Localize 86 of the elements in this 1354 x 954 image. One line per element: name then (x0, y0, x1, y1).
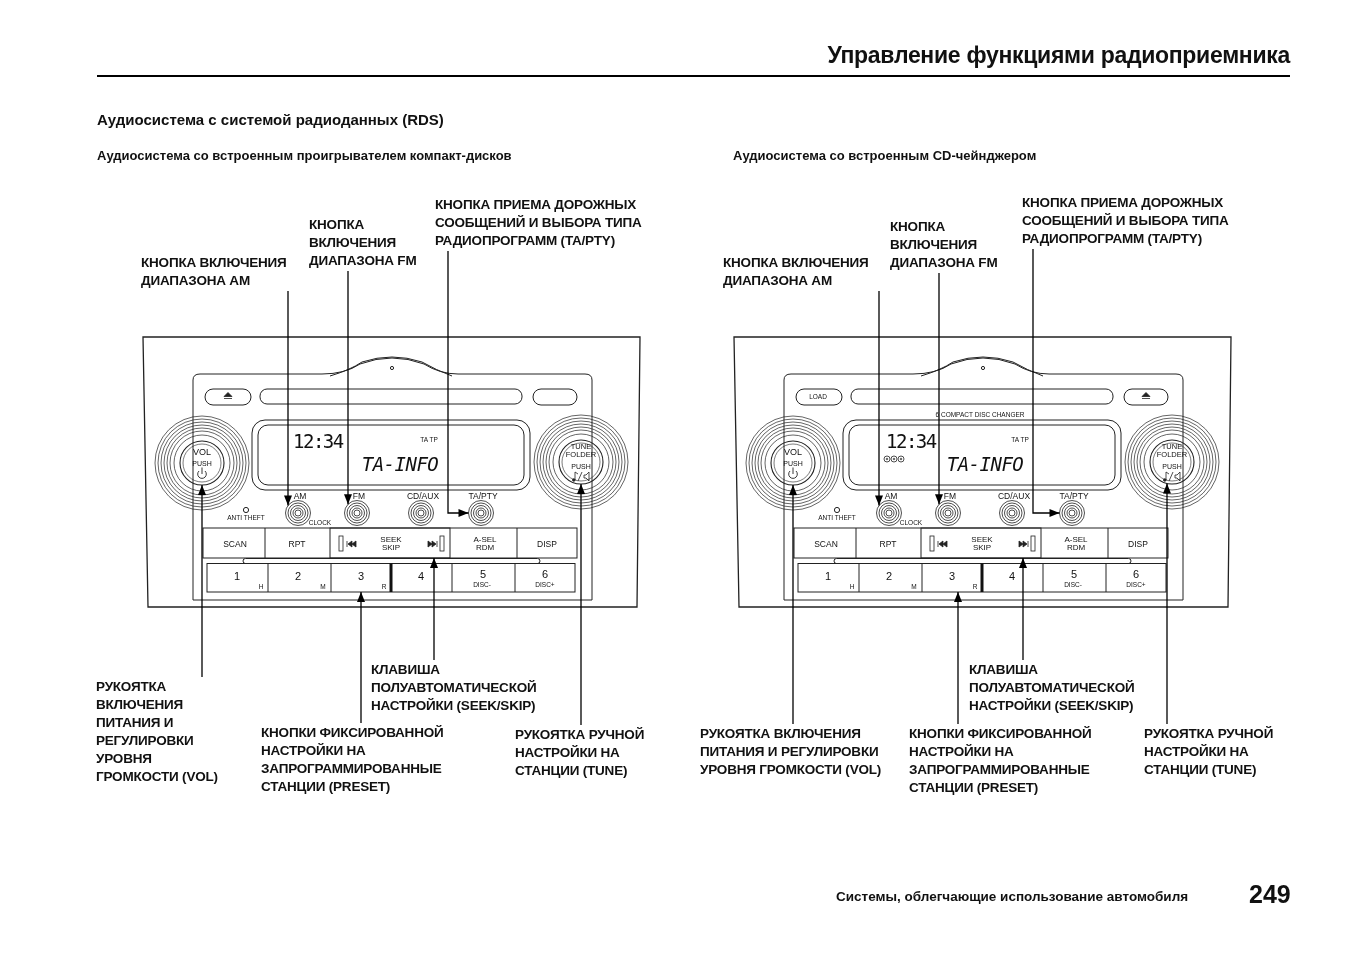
button-label: FM (943, 491, 957, 501)
button-label: FM (352, 491, 366, 501)
button-label: A-SEL RDM (1063, 536, 1089, 552)
am-button (285, 500, 311, 526)
button-label: SCAN (223, 539, 247, 549)
button-label: SEEK SKIP (970, 536, 994, 552)
ta-pty-button (468, 500, 494, 526)
leader-line (875, 290, 883, 507)
am-button (876, 500, 902, 526)
button-label: DISP (537, 539, 557, 549)
button-label: 3 (357, 570, 365, 582)
leader-line (284, 290, 292, 507)
display-readout: 12:34 (886, 431, 936, 451)
callout-label: КНОПКИ ФИКСИРОВАННОЙ НАСТРОЙКИ НА ЗАПРОГРАММИРОВАННЫЕ СТАНЦИИ (PRESET) (261, 724, 466, 796)
button-label: RPT (288, 539, 306, 549)
tune-knob (1149, 439, 1195, 485)
callout-label: КНОПКА ВКЛЮЧЕНИЯ ДИАПАЗОНА FM (890, 218, 1015, 272)
button-label: TA/PTY (1059, 491, 1089, 501)
callout-label: КНОПКА ВКЛЮЧЕНИЯ ДИАПАЗОНА FM (309, 216, 434, 270)
subheading: Аудиосистема со встроенным CD-чейнджером (733, 149, 1037, 162)
callout-label: РУКОЯТКА ВКЛЮЧЕНИЯ ПИТАНИЯ И РЕГУЛИРОВКИ УРОВНЯ ГРОМКОСТИ (VOL) (96, 678, 236, 786)
button-label: CD/AUX (997, 491, 1031, 501)
volume-knob (179, 440, 225, 486)
button-label: SEEK SKIP (379, 536, 403, 552)
preset-button-row (797, 563, 1167, 593)
button-label: RPT (879, 539, 897, 549)
leader-line (1032, 248, 1061, 517)
seek-skip-button (920, 527, 1042, 559)
volume-knob (770, 440, 816, 486)
button-label: 6 (1132, 568, 1140, 580)
callout-label: КНОПКИ ФИКСИРОВАННОЙ НАСТРОЙКИ НА ЗАПРОГРАММИРОВАННЫЕ СТАНЦИИ (PRESET) (909, 725, 1114, 797)
tune-knob (558, 439, 604, 485)
leader-line (198, 484, 206, 678)
button-label: CD/AUX (406, 491, 440, 501)
seek-skip-button (329, 527, 451, 559)
cd-aux-button (408, 500, 434, 526)
cd-aux-button (999, 500, 1025, 526)
page-title: Управление функциями радиоприемника (827, 44, 1290, 67)
display-readout: TA-INFO (946, 454, 1024, 474)
button-label: 6 (541, 568, 549, 580)
fm-button (935, 500, 961, 526)
button-label: AM (293, 491, 307, 501)
callout-label: КНОПКА ВКЛЮЧЕНИЯ ДИАПАЗОНА AM (723, 254, 891, 290)
button-label: TA/PTY (468, 491, 498, 501)
section-heading: Аудиосистема с системой радиоданных (RDS) (97, 112, 444, 127)
button-label: 3 (948, 570, 956, 582)
callout-label: КНОПКА ПРИЕМА ДОРОЖНЫХ СООБЩЕНИЙ И ВЫБОРА ТИПА РАДИОПРОГРАММ (TA/PTY) (1022, 194, 1247, 248)
leader-line (357, 591, 365, 724)
preset-button-row (206, 563, 576, 593)
button-label: 4 (1008, 570, 1016, 582)
leader-line (344, 270, 352, 505)
callout-label: КЛАВИША ПОЛУАВТОМАТИЧЕСКОЙ НАСТРОЙКИ (SEEK/SKIP) (969, 661, 1159, 715)
fm-button (344, 500, 370, 526)
callout-label: РУКОЯТКА ВКЛЮЧЕНИЯ ПИТАНИЯ И РЕГУЛИРОВКИ УРОВНЯ ГРОМКОСТИ (VOL) (700, 725, 885, 779)
leader-line (1019, 557, 1027, 661)
page-number: 249 (1249, 882, 1291, 907)
button-label: A-SEL RDM (472, 536, 498, 552)
callout-label: РУКОЯТКА РУЧНОЙ НАСТРОЙКИ НА СТАНЦИИ (TUNE) (515, 726, 665, 780)
leader-line (789, 484, 797, 725)
button-label: 2 (294, 570, 302, 582)
callout-label: КНОПКА ВКЛЮЧЕНИЯ ДИАПАЗОНА AM (141, 254, 309, 290)
button-label: 1 (824, 570, 832, 582)
knob-label: VOL (784, 447, 802, 457)
knob-label: VOL (193, 447, 211, 457)
leader-line (430, 557, 438, 661)
ta-pty-button (1059, 500, 1085, 526)
subheading: Аудиосистема со встроенным проигрывателем компакт-дисков (97, 149, 512, 162)
display-readout: 12:34 (293, 431, 343, 451)
leader-line (577, 483, 585, 726)
leader-line (954, 591, 962, 725)
display-readout: TA-INFO (361, 454, 439, 474)
footer-text: Системы, облегчающие использование автомобиля (836, 890, 1189, 904)
callout-label: КНОПКА ПРИЕМА ДОРОЖНЫХ СООБЩЕНИЙ И ВЫБОРА ТИПА РАДИОПРОГРАММ (TA/PTY) (435, 196, 660, 250)
leader-line (1163, 482, 1171, 725)
button-label: AM (884, 491, 898, 501)
leader-line (935, 272, 943, 505)
leader-line (447, 250, 470, 517)
button-label: 2 (885, 570, 893, 582)
button-label: 5 (1070, 568, 1078, 580)
callout-label: РУКОЯТКА РУЧНОЙ НАСТРОЙКИ НА СТАНЦИИ (TUNE) (1144, 725, 1294, 779)
button-label: SCAN (814, 539, 838, 549)
button-label: 4 (417, 570, 425, 582)
button-label: DISP (1128, 539, 1148, 549)
button-label: 1 (233, 570, 241, 582)
button-label: 5 (479, 568, 487, 580)
callout-label: КЛАВИША ПОЛУАВТОМАТИЧЕСКОЙ НАСТРОЙКИ (SEEK/SKIP) (371, 661, 561, 715)
